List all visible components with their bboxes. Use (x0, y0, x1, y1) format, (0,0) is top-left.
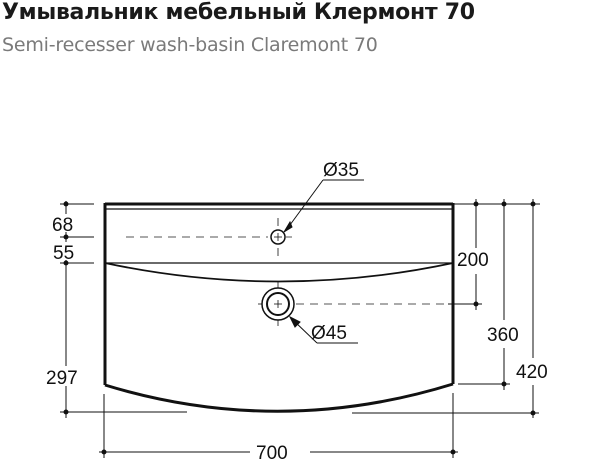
product-title-en: Semi-recesser wash-basin Claremont 70 (2, 34, 378, 56)
drain-hole-label: Ø45 (311, 323, 347, 344)
left-dimension-lines (60, 201, 187, 418)
drain-leader (288, 315, 358, 344)
dim-55: 55 (53, 243, 74, 264)
faucet-leader (283, 179, 364, 233)
product-title-ru: Умывальник мебельный Клермонт 70 (2, 0, 475, 25)
dim-360: 360 (487, 325, 519, 346)
dim-297: 297 (46, 368, 78, 389)
drain-hole (258, 282, 448, 326)
dim-700: 700 (256, 443, 288, 461)
dim-68: 68 (52, 215, 73, 236)
bottom-dimension-lines (99, 393, 458, 458)
faucet-hole-label: Ø35 (323, 160, 359, 181)
faucet-hole (126, 218, 292, 256)
right-dimension-lines (352, 199, 540, 418)
basin-outline (103, 202, 455, 413)
dim-200: 200 (457, 250, 489, 271)
dim-420: 420 (516, 362, 548, 383)
